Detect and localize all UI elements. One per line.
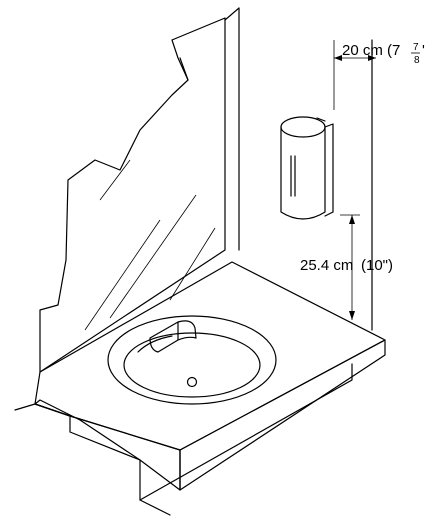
width-fraction-denominator: 8 bbox=[414, 55, 420, 66]
sink-basin bbox=[107, 315, 277, 405]
soap-dispenser bbox=[280, 116, 334, 220]
wall-corner bbox=[224, 7, 373, 331]
faucet bbox=[149, 320, 197, 353]
width-fraction-numerator: 7 bbox=[413, 42, 419, 53]
dimension-height bbox=[340, 214, 360, 320]
height-label-imperial: (10") bbox=[361, 257, 393, 274]
mirror-panel bbox=[39, 17, 226, 373]
width-label: 20 cm bbox=[342, 42, 383, 59]
width-label-imperial: (7 bbox=[387, 42, 400, 59]
countertop bbox=[14, 261, 386, 516]
width-label-tail: ' bbox=[422, 42, 425, 59]
height-label: 25.4 cm bbox=[300, 257, 353, 274]
drain-icon bbox=[186, 376, 198, 388]
dimension-width bbox=[333, 40, 376, 110]
